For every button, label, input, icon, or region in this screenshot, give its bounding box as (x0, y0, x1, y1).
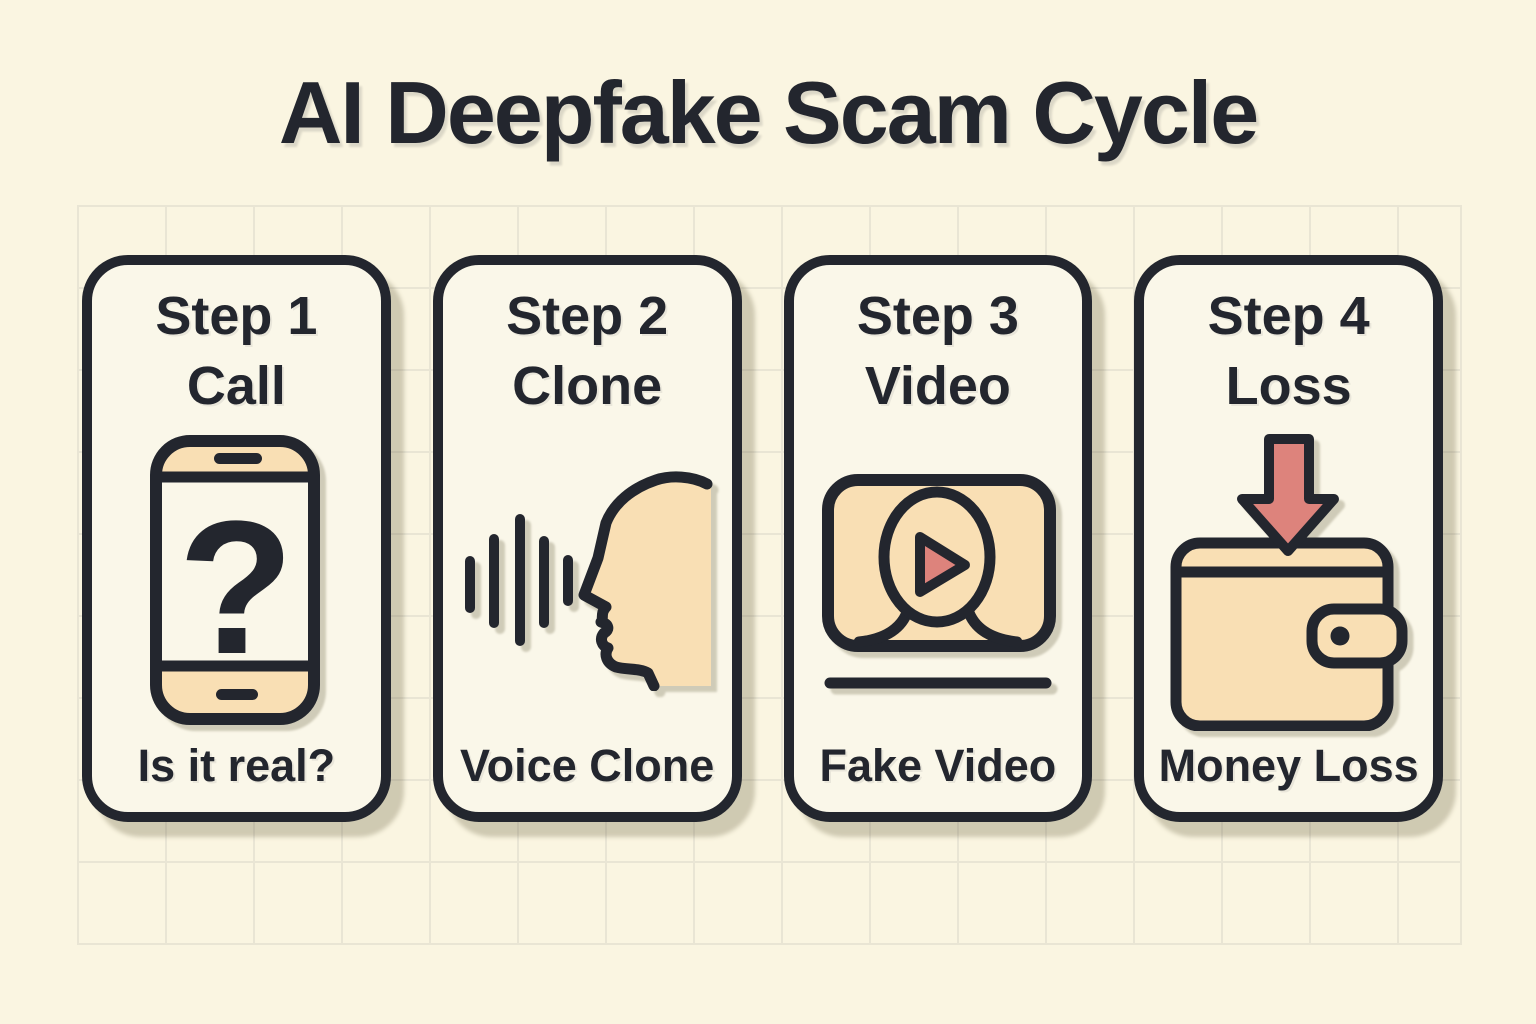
step-name: Loss (1225, 356, 1352, 417)
step-name: Video (864, 356, 1011, 417)
question-mark-glyph: ? (178, 482, 294, 694)
wallet (1170, 537, 1408, 731)
step-heading: Step 2 Clone (506, 281, 668, 421)
step-name: Call (186, 356, 286, 417)
money-loss-wallet-icon (1170, 433, 1408, 731)
step-icon-area (802, 421, 1075, 740)
step-caption: Is it real? (137, 740, 336, 791)
step-label: Step 1 (155, 286, 318, 346)
voice-clone-icon (465, 471, 713, 691)
face-profile-outline (578, 471, 713, 691)
sound-wave-bars (465, 513, 574, 646)
step-icon-area (451, 421, 724, 740)
wallet-clasp (1306, 603, 1408, 669)
phone-speaker (214, 452, 263, 464)
phone-home-button (216, 688, 259, 700)
face-profile-fill (584, 476, 712, 686)
step-heading: Step 3 Video (857, 281, 1019, 421)
step-label: Step 3 (856, 286, 1019, 346)
phone-question-icon: ? (150, 434, 321, 725)
play-icon (914, 531, 970, 597)
fake-video-icon (821, 473, 1056, 689)
page-title: AI Deepfake Scam Cycle (278, 63, 1259, 162)
down-arrow-icon (1236, 433, 1339, 556)
step-icon-area: ? (100, 421, 373, 740)
step-caption: Money Loss (1158, 740, 1419, 791)
step-icon-area (1152, 421, 1425, 740)
step-card-video: Step 3 Video Fake Video (783, 255, 1093, 822)
step-heading: Step 1 Call (155, 281, 317, 421)
step-card-loss: Step 4 Loss Money Loss (1134, 255, 1443, 822)
step-heading: Step 4 Loss (1208, 281, 1370, 421)
steps-row: Step 1 Call ? Is it real? Step 2 Clone (82, 255, 1443, 822)
step-caption: Fake Video (819, 740, 1057, 791)
step-label: Step 2 (506, 286, 669, 346)
step-card-clone: Step 2 Clone Voice Clone (432, 255, 742, 822)
step-label: Step 4 (1207, 286, 1370, 346)
step-name: Clone (512, 356, 663, 417)
step-caption: Voice Clone (460, 740, 715, 791)
step-card-call: Step 1 Call ? Is it real? (82, 255, 391, 822)
wallet-clasp-dot (1330, 626, 1350, 646)
